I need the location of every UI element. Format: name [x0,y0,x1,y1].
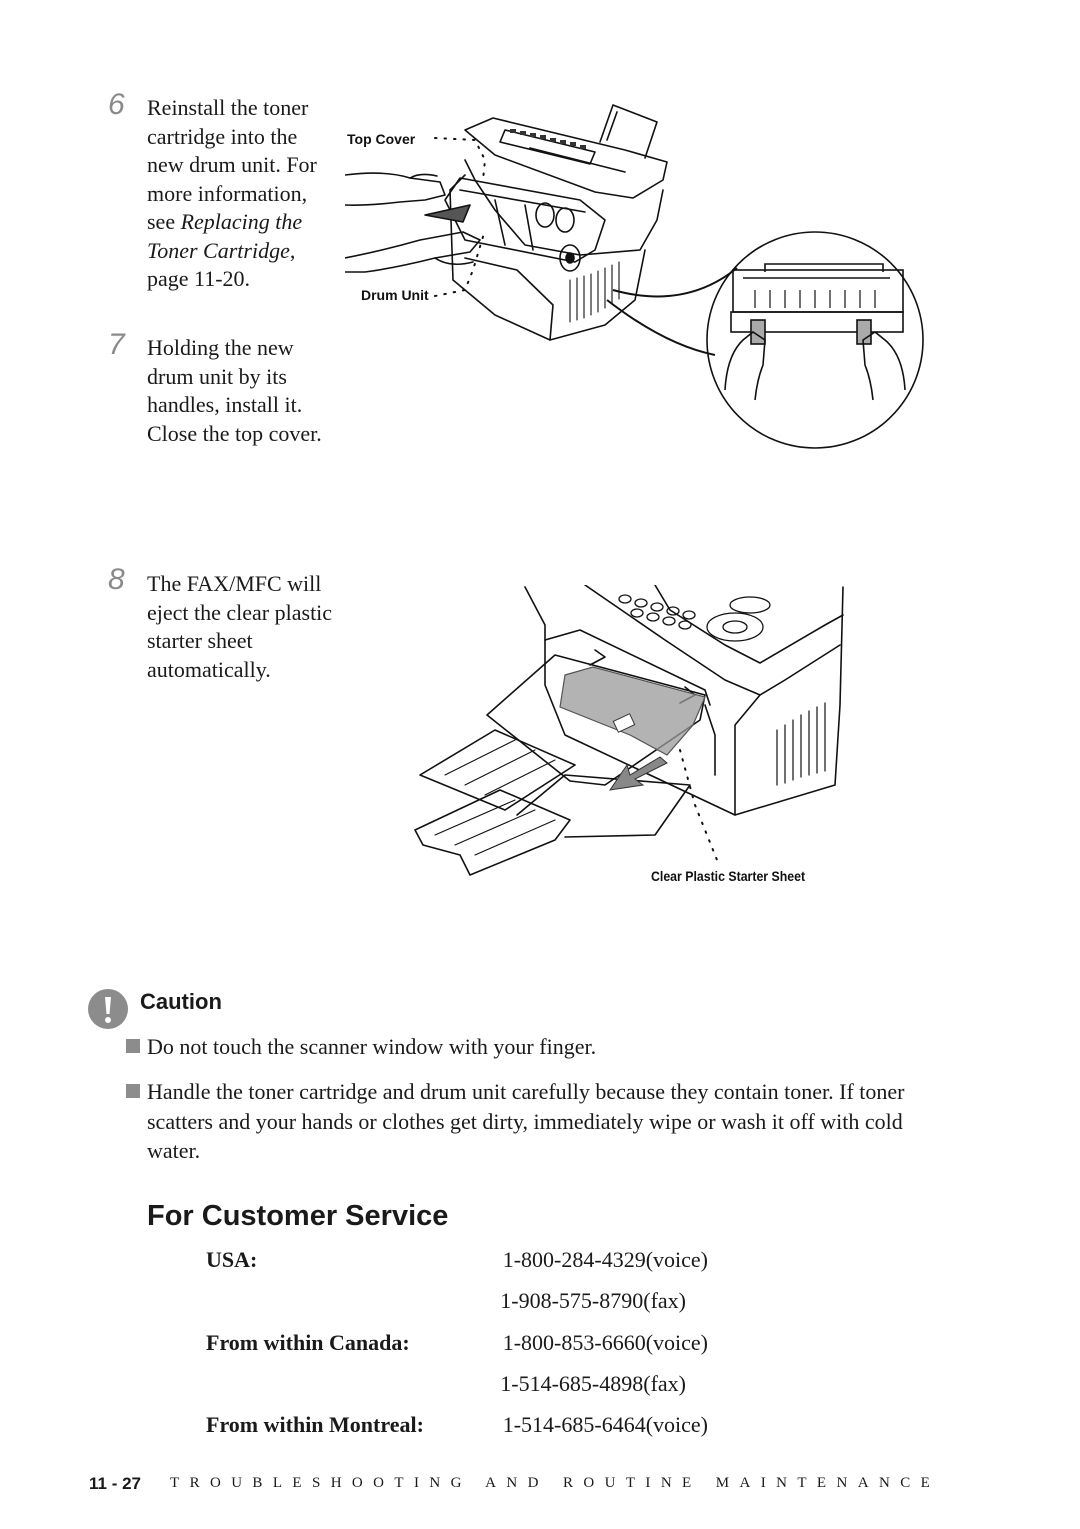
contact-label: USA: [206,1247,258,1272]
bullet-icon [126,1039,140,1053]
step-6-body: Reinstall the toner cartridge into the n… [147,95,317,234]
step-7-text: Holding the new drum unit by its handles… [147,335,322,446]
contact-number: 1-514-685-6464(voice) [502,1412,708,1437]
page-number: 11 - 27 [89,1474,141,1493]
step-number: 7 [108,328,125,361]
contact-number: 1-514-685-4898(fax) [500,1371,686,1396]
bullet-icon [126,1084,140,1098]
contact-number: 1-800-284-4329(voice) [502,1247,708,1272]
contact-number: 1-800-853-6660(voice) [502,1330,708,1355]
contact-number: 1-908-575-8790(fax) [500,1288,686,1313]
drum-unit-label: Drum Unit [361,287,429,303]
step-number: 6 [108,88,125,121]
drum-unit-illustration: Top Cover Drum Unit [345,104,924,449]
output-tray-illustration [414,585,844,876]
step-6-page: , page 11-20. [147,237,296,292]
caution-item: Do not touch the scanner window with you… [147,1034,597,1059]
chapter-title: TROUBLESHOOTING AND ROUTINE MAINTENANCE [170,1475,941,1491]
caution-icon [88,989,128,1029]
contact-label: From within Montreal: [206,1412,424,1437]
caution-item: Handle the toner cartridge and drum unit… [147,1079,905,1163]
step-6-text: Reinstall the toner cartridge into the n… [147,94,337,294]
caution-title: Caution [140,989,222,1014]
contact-label: From within Canada: [206,1330,410,1355]
step-8-text: The FAX/MFC will eject the clear plastic… [147,571,333,682]
step-6-reference: Replacing the Toner Cartridge [147,209,303,263]
step-number: 8 [108,563,125,596]
starter-sheet-label: Clear Plastic Starter Sheet [651,868,806,884]
top-cover-label: Top Cover [347,131,416,147]
section-title: For Customer Service [147,1200,449,1232]
